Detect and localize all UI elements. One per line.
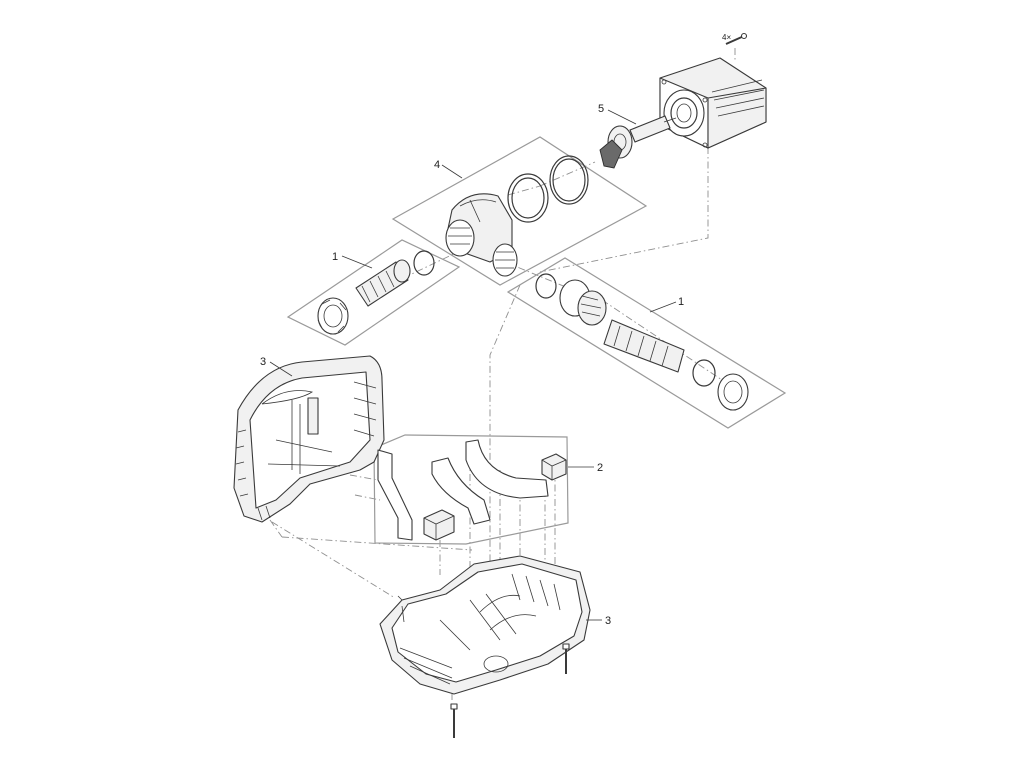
hose-connector-kit-right-outline <box>506 257 787 429</box>
pump-chamber <box>445 155 589 277</box>
callout-screw-quantity: 4× <box>722 33 731 42</box>
housing-lower <box>379 555 591 695</box>
rotor-unit <box>599 115 677 169</box>
motor-unit <box>659 32 767 149</box>
kit-outlines <box>286 136 787 545</box>
callout-rotor-unit: 5 <box>598 103 604 115</box>
housing-screws <box>450 643 570 738</box>
callout-pump-chamber: 4 <box>434 159 440 171</box>
housing-upper <box>233 355 385 523</box>
callout-housing-upper: 3 <box>260 356 266 368</box>
mounting-parts <box>377 439 567 541</box>
motor-screw-icon <box>725 32 748 45</box>
callout-labels: 5 4 1 1 3 2 3 4× <box>260 33 731 627</box>
screw-icon <box>450 703 458 738</box>
screw-icon <box>562 643 570 674</box>
callout-hose-connector-right: 1 <box>678 296 684 308</box>
mounting-parts-kit-outline <box>373 434 569 545</box>
callout-mounting-parts: 2 <box>597 462 603 474</box>
hose-connector-right <box>535 273 749 411</box>
hose-connector-kit-left-outline <box>286 239 461 346</box>
callout-hose-connector-left: 1 <box>332 251 338 263</box>
callout-housing-lower: 3 <box>605 615 611 627</box>
leader-lines <box>269 109 677 621</box>
pump-chamber-kit-outline <box>391 136 648 286</box>
hose-connector-left <box>317 250 435 335</box>
